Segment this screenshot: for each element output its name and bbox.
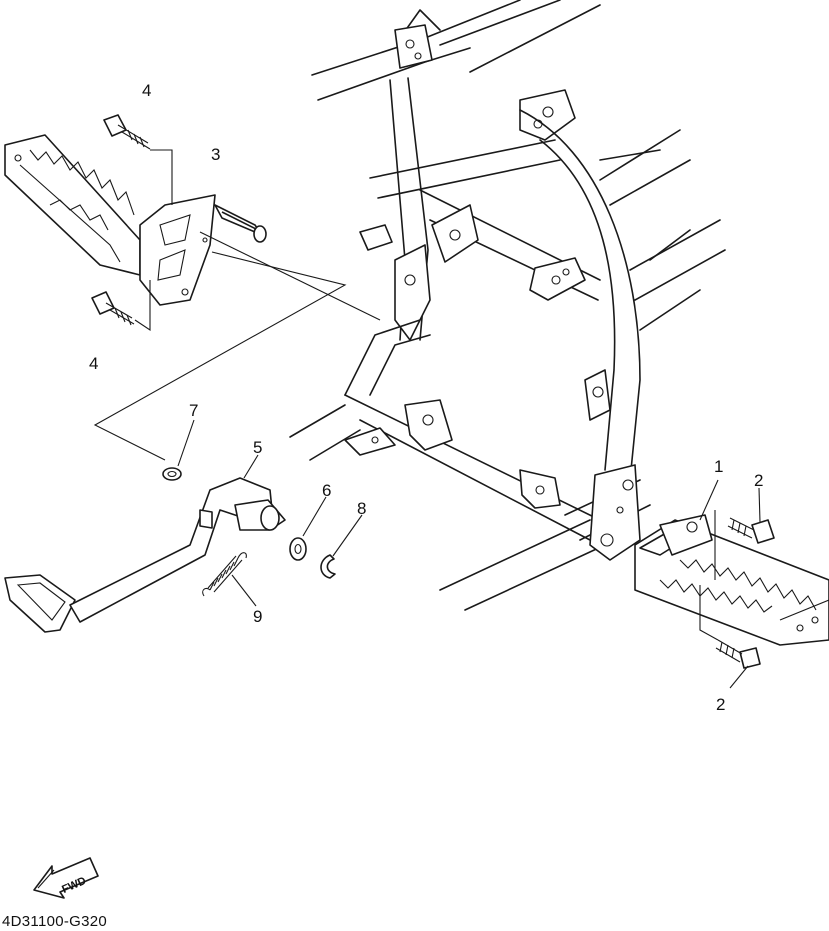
bolt-4-upper <box>103 114 151 150</box>
left-footrest <box>4 134 141 276</box>
callout-1: 1 <box>714 457 723 476</box>
callout-3: 3 <box>211 145 220 164</box>
callout-6: 6 <box>322 481 331 500</box>
washer-6 <box>289 537 307 561</box>
drawing-code: 4D31100-G320 <box>2 913 107 930</box>
footrest-bracket-right <box>659 514 713 556</box>
callout-4-lower: 4 <box>89 354 98 373</box>
bolt-2-lower <box>715 639 761 669</box>
callout-4-upper: 4 <box>142 81 151 100</box>
callout-9: 9 <box>253 607 262 626</box>
callout-7: 7 <box>189 401 198 420</box>
spring-9 <box>202 552 247 597</box>
motorcycle-frame <box>289 0 726 611</box>
callout-8: 8 <box>357 499 366 518</box>
footrest-bracket-left <box>139 194 267 306</box>
callout-5: 5 <box>253 438 262 457</box>
fwd-arrow-icon: FWD <box>33 857 99 899</box>
circlip-8 <box>320 554 336 579</box>
right-footrest <box>634 519 829 646</box>
brake-pedal <box>4 477 286 633</box>
bolt-2-upper <box>727 517 775 544</box>
bolt-4-lower <box>91 291 135 326</box>
clip-7 <box>162 467 182 481</box>
callout-2-upper: 2 <box>754 471 763 490</box>
callout-2-lower: 2 <box>716 695 725 714</box>
